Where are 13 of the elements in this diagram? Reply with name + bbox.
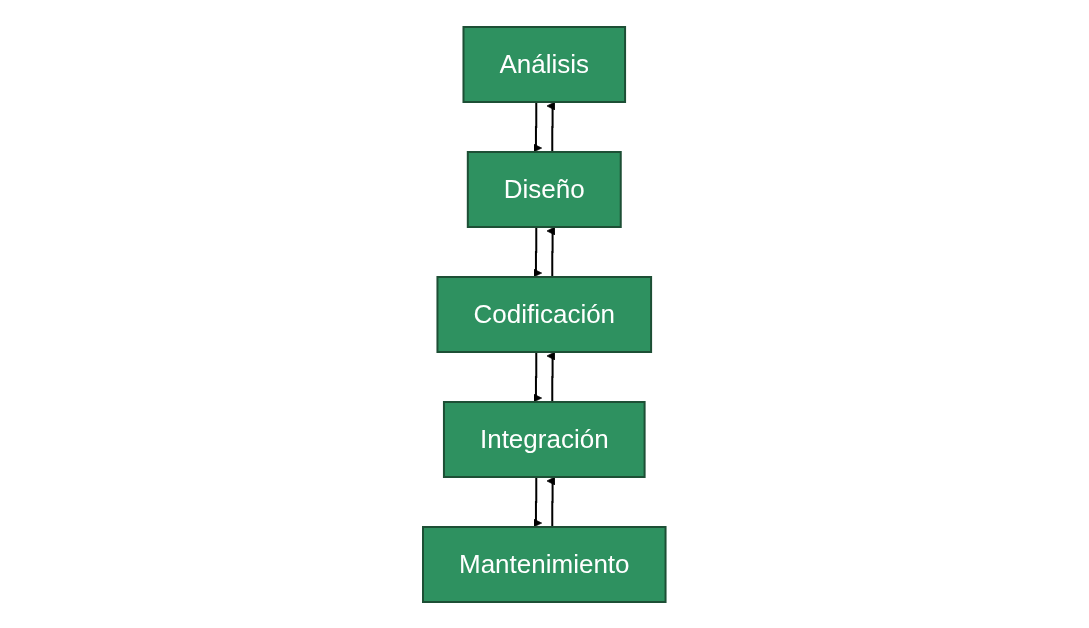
arrow [533, 100, 543, 152]
arrow [533, 350, 543, 402]
node-box: Análisis [462, 25, 627, 103]
arrow [533, 475, 543, 527]
node-box: Codificación [436, 275, 653, 353]
node-box: Diseño [467, 150, 622, 228]
arrow [546, 226, 556, 278]
node-box: Mantenimiento [422, 525, 667, 603]
arrow [546, 476, 556, 528]
arrow [546, 351, 556, 403]
arrow [533, 225, 543, 277]
arrow [546, 101, 556, 153]
node-box: Integración [443, 400, 646, 478]
